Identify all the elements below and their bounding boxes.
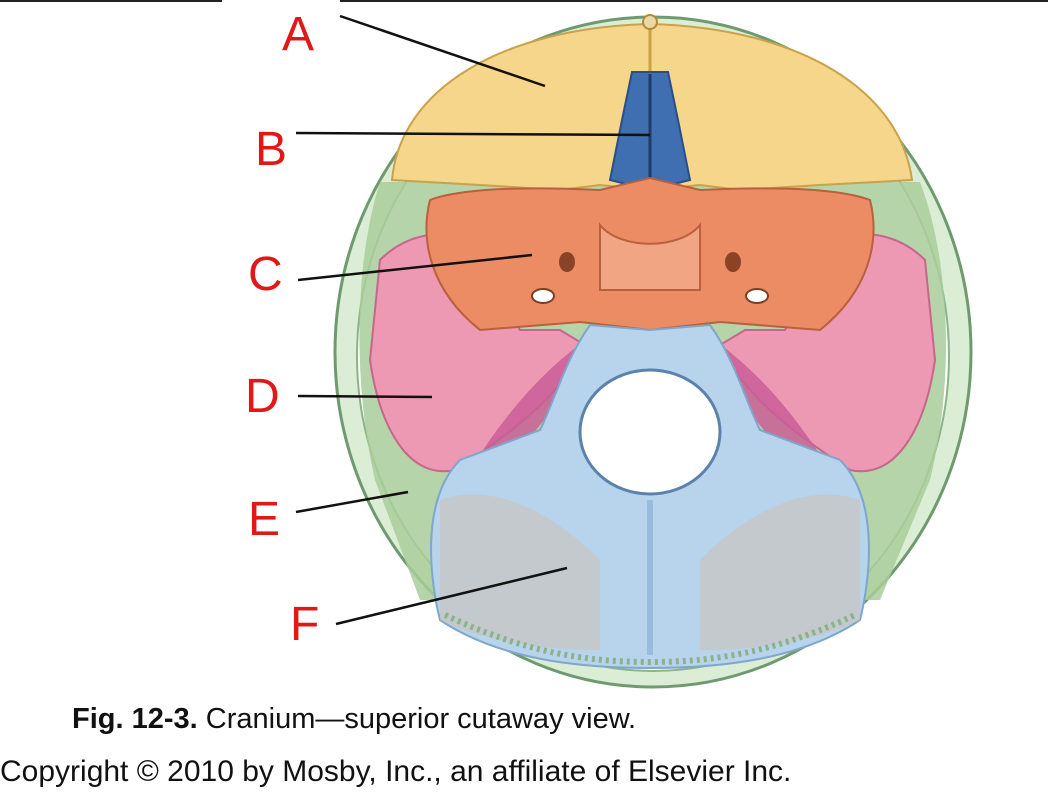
leader-line-c [297, 253, 533, 282]
cranium-diagram: A B C D E F [245, 8, 973, 689]
leader-line-f [335, 566, 568, 626]
label-e: E [248, 493, 280, 546]
occipital-shading-right [700, 494, 860, 650]
label-f: F [290, 598, 319, 651]
top-rule-right [340, 0, 1048, 2]
label-c: C [248, 248, 283, 301]
copyright-notice: Copyright © 2010 by Mosby, Inc., an affi… [0, 755, 792, 788]
foramen-cecum [642, 14, 658, 30]
leader-line-a [339, 14, 546, 88]
label-a: A [282, 8, 314, 61]
label-d: D [245, 370, 280, 423]
leader-line-b [295, 131, 651, 137]
foramen-left [531, 288, 555, 304]
foramen-magnum [578, 368, 722, 496]
figure-caption: Fig. 12-3. Cranium—superior cutaway view… [72, 703, 636, 736]
label-b: B [255, 123, 287, 176]
lambdoid-border [443, 612, 857, 666]
leader-line-e [295, 490, 409, 514]
foramen-rotundum-left [559, 252, 575, 272]
leader-line-d [297, 394, 433, 399]
occipital-shading [440, 494, 600, 650]
foramen-rotundum-right [725, 252, 741, 272]
top-rule-left [0, 0, 222, 2]
figure-caption-text: Cranium—superior cutaway view. [205, 703, 637, 735]
figure-number: Fig. 12-3. [72, 703, 198, 735]
foramen-right [745, 288, 769, 304]
sella-turcica [599, 222, 701, 291]
